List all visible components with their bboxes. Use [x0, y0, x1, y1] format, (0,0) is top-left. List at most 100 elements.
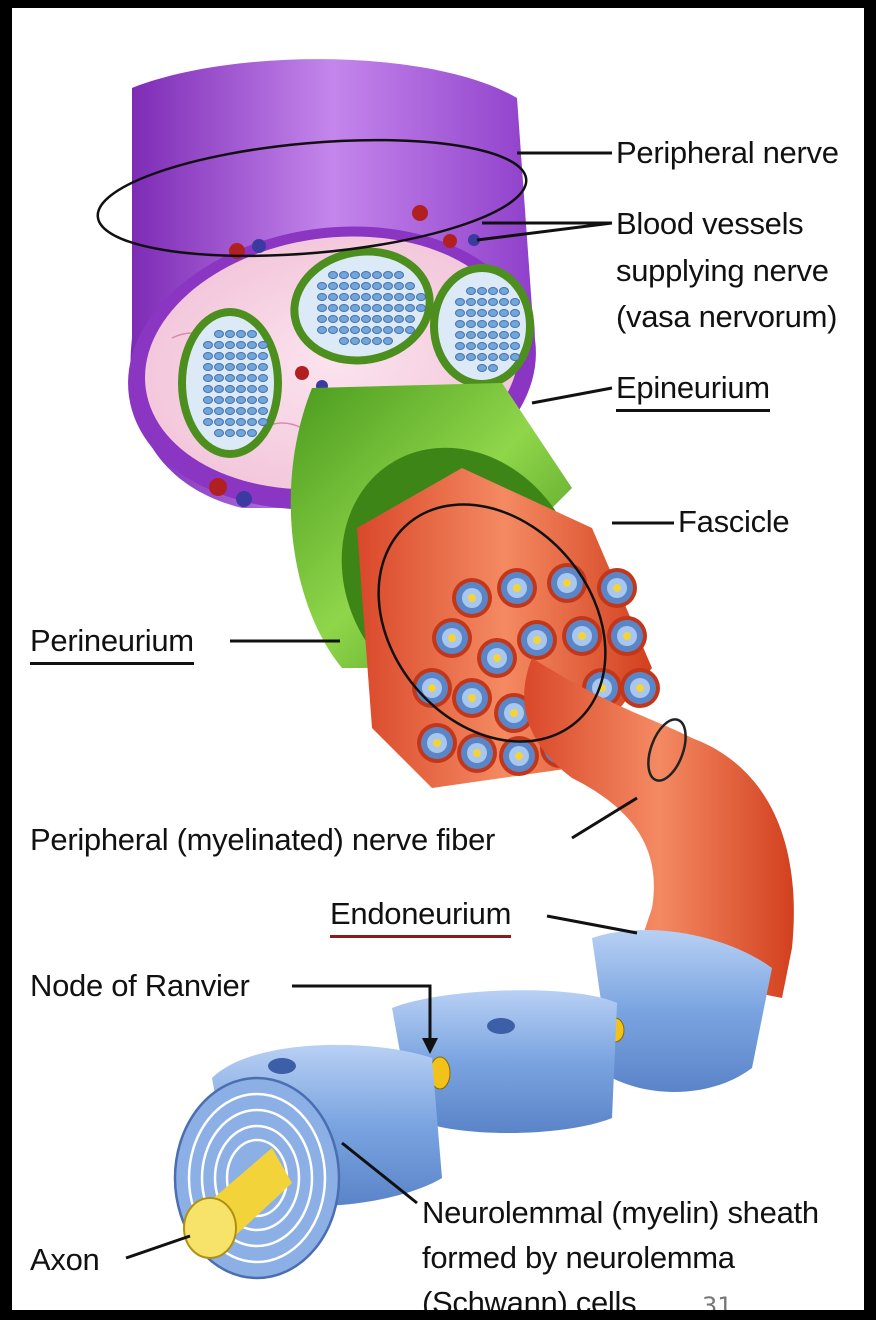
axon-dot	[237, 386, 246, 393]
axon-dot	[467, 299, 476, 306]
axon-dot	[237, 331, 246, 338]
axon-dot	[362, 305, 371, 312]
axon-dot	[384, 305, 393, 312]
axon-dot	[318, 283, 327, 290]
axon-dot	[215, 430, 224, 437]
axon-dot	[215, 353, 224, 360]
axon-dot	[215, 397, 224, 404]
label-blood-vessels-line3: (vasa nervorum)	[616, 297, 837, 337]
label-axon: Axon	[30, 1240, 99, 1280]
axon-dot	[248, 408, 257, 415]
axon-dot	[329, 327, 338, 334]
fiber-end	[620, 668, 660, 708]
axon-dot	[384, 316, 393, 323]
axon-dot	[417, 294, 426, 301]
axon-dot	[406, 327, 415, 334]
axon-dot	[351, 305, 360, 312]
axon-dot	[373, 283, 382, 290]
axon-dot	[226, 364, 235, 371]
axon-dot	[373, 327, 382, 334]
label-fascicle: Fascicle	[678, 502, 789, 542]
axon-dot	[329, 283, 338, 290]
axon-dot	[318, 316, 327, 323]
axon-dot	[500, 299, 509, 306]
axon-dot	[204, 364, 213, 371]
fiber-end	[452, 678, 492, 718]
axon-dot	[351, 338, 360, 345]
axon-dot	[500, 310, 509, 317]
axon-dot	[248, 342, 257, 349]
axon-dot	[329, 272, 338, 279]
axon-dot	[226, 331, 235, 338]
axon-dot	[467, 310, 476, 317]
axon-dot	[340, 283, 349, 290]
axon-dot	[511, 321, 520, 328]
fiber-end	[517, 620, 557, 660]
axon-dot	[329, 294, 338, 301]
axon-dot	[215, 331, 224, 338]
axon-dot	[467, 321, 476, 328]
axon-dot	[351, 283, 360, 290]
axon-dot	[395, 316, 404, 323]
axon-dot	[248, 331, 257, 338]
axon-dot	[500, 354, 509, 361]
axon-dot	[204, 408, 213, 415]
axon-dot	[226, 375, 235, 382]
axon-dot	[329, 305, 338, 312]
axon-dot	[456, 343, 465, 350]
axon-dot	[226, 353, 235, 360]
axon-dot	[259, 364, 268, 371]
axon-dot	[351, 316, 360, 323]
axon-dot	[259, 342, 268, 349]
axon-dot	[362, 283, 371, 290]
axon-dot	[456, 321, 465, 328]
label-perineurium: Perineurium	[30, 621, 194, 665]
axon-dot	[248, 364, 257, 371]
label-blood-vessels-line2: supplying nerve	[616, 251, 829, 291]
axon-dot	[215, 375, 224, 382]
axon-dot	[395, 283, 404, 290]
axon-dot	[395, 294, 404, 301]
axon-dot	[373, 338, 382, 345]
fiber-end	[597, 568, 637, 608]
axon-dot	[384, 294, 393, 301]
axon-dot	[318, 305, 327, 312]
axon-dot	[406, 294, 415, 301]
label-endoneurium: Endoneurium	[330, 894, 511, 938]
axon-dot	[500, 321, 509, 328]
axon-dot	[489, 310, 498, 317]
axon-dot	[204, 353, 213, 360]
axon-dot	[340, 294, 349, 301]
axon-dot	[456, 332, 465, 339]
fiber-end	[497, 568, 537, 608]
axon-dot	[456, 299, 465, 306]
axon-dot	[204, 419, 213, 426]
axon-dot	[259, 353, 268, 360]
fiber-end	[452, 578, 492, 618]
axon-dot	[226, 342, 235, 349]
axon-dot	[478, 299, 487, 306]
fiber-end	[607, 616, 647, 656]
axon-dot	[215, 419, 224, 426]
axon-dot	[362, 294, 371, 301]
axon-dot	[489, 365, 498, 372]
axon-dot	[384, 272, 393, 279]
axon-dot	[259, 408, 268, 415]
axon-dot	[362, 338, 371, 345]
fiber-end	[412, 668, 452, 708]
axon-dot	[406, 316, 415, 323]
axon-dot	[406, 283, 415, 290]
axon-dot	[215, 364, 224, 371]
axon-dot	[478, 288, 487, 295]
axon-dot	[478, 365, 487, 372]
axon-dot	[340, 305, 349, 312]
axon-dot	[248, 386, 257, 393]
axon-dot	[511, 343, 520, 350]
fiber-end	[562, 616, 602, 656]
axon-dot	[406, 305, 415, 312]
axon-dot	[237, 430, 246, 437]
axon-dot	[259, 386, 268, 393]
axon-dot	[489, 321, 498, 328]
axon-dot	[204, 397, 213, 404]
